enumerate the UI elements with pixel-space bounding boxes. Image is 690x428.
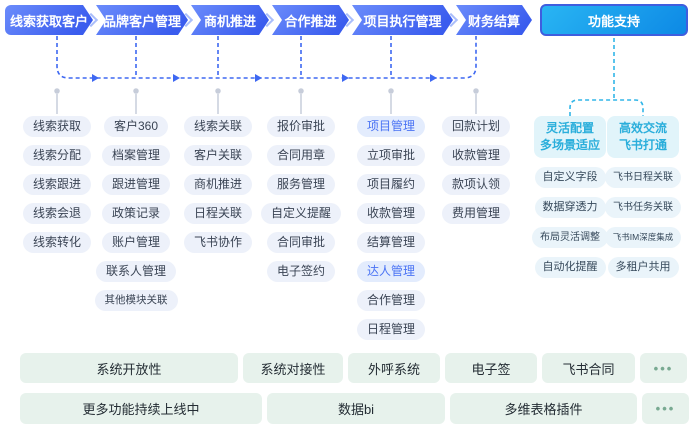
feature-column: 客户360 档案管理跟进管理政策记录账户管理联系人管理其他模块关联 [81, 116, 191, 311]
bottom-box: 电子签 [445, 353, 537, 383]
feature-pill: 电子签约 [266, 261, 335, 282]
support-group: 灵活配置多场景适应自定义字段数据穿透力布局灵活调整自动化提醒 [530, 116, 610, 278]
feature-pill: 服务管理 [266, 174, 335, 195]
feature-pill: 费用管理 [441, 203, 510, 224]
flow-stages: 线索获取客户品牌客户管理商机推进合作推进项目执行管理财务结算 [0, 0, 690, 40]
flow-stage: 品牌客户管理 [96, 5, 188, 35]
feature-pill: 线索转化 [22, 232, 91, 253]
flow-stage: 项目执行管理 [352, 5, 453, 35]
feature-pill: 商机推进 [183, 174, 252, 195]
feature-pill: 线索会退 [22, 203, 91, 224]
bottom-box: 多维表格插件 [450, 393, 637, 424]
support-pill: 布局灵活调整 [532, 227, 608, 248]
flow-stage: 商机推进 [191, 5, 269, 35]
feature-pill: 收款管理 [441, 145, 510, 166]
more-ellipsis: ••• [640, 353, 687, 383]
feature-column: 线索获取线索分配线索跟进线索会退线索转化 [2, 116, 112, 253]
feature-pill: 线索分配 [22, 145, 91, 166]
feature-pill: 客户关联 [183, 145, 252, 166]
bottom-row: 系统开放性系统对接性外呼系统电子签飞书合同••• [20, 353, 687, 383]
bottom-box: 外呼系统 [348, 353, 440, 383]
support-header-line: 高效交流 [618, 120, 667, 135]
feature-column: 项目管理立项审批项目履约收款管理结算管理达人管理合作管理日程管理 [336, 116, 446, 340]
feature-pill: 款项认领 [441, 174, 510, 195]
feature-pill: 结算管理 [356, 232, 425, 253]
bottom-box: 更多功能持续上线中 [20, 393, 262, 424]
feature-column: 回款计划收款管理款项认领费用管理 [421, 116, 531, 224]
bottom-box: 数据bi [267, 393, 445, 424]
feature-pill: 日程关联 [183, 203, 252, 224]
feature-pill: 线索获取 [22, 116, 91, 137]
feature-pill: 合同审批 [266, 232, 335, 253]
support-pill: 飞书任务关联 [605, 197, 681, 218]
feature-pill: 档案管理 [101, 145, 170, 166]
feature-pill: 项目履约 [356, 174, 425, 195]
support-pill: 自定义字段 [534, 167, 606, 188]
more-ellipsis: ••• [642, 393, 689, 424]
feature-column: 报价审批合同用章服务管理自定义提醒合同审批电子签约 [246, 116, 356, 282]
support-button: 功能支持 [540, 4, 688, 36]
feature-pill: 报价审批 [266, 116, 335, 137]
feature-pill: 其他模块关联 [94, 290, 178, 311]
feature-pill: 账户管理 [101, 232, 170, 253]
feature-pill: 联系人管理 [95, 261, 176, 282]
support-pill: 自动化提醒 [534, 257, 606, 278]
support-header-line: 灵活配置 [545, 120, 594, 135]
feature-pill: 日程管理 [356, 319, 425, 340]
feature-pill: 收款管理 [356, 203, 425, 224]
feature-pill: 项目管理 [356, 116, 425, 137]
support-pill: 多租户共用 [607, 257, 679, 278]
support-group-header: 高效交流飞书打通 [607, 116, 679, 158]
feature-pill: 达人管理 [356, 261, 425, 282]
support-group: 高效交流飞书打通飞书日程关联飞书任务关联飞书IM深度集成多租户共用 [603, 116, 683, 278]
support-pill: 数据穿透力 [534, 197, 606, 218]
support-group-header: 灵活配置多场景适应 [534, 116, 606, 158]
feature-pill: 立项审批 [356, 145, 425, 166]
bottom-box: 系统开放性 [20, 353, 238, 383]
feature-pill: 线索跟进 [22, 174, 91, 195]
bottom-box: 系统对接性 [243, 353, 343, 383]
feature-pill: 线索关联 [183, 116, 252, 137]
flow-stage: 财务结算 [456, 5, 532, 35]
support-header-line: 飞书打通 [618, 138, 667, 152]
feature-pill: 合作管理 [356, 290, 425, 311]
feature-pill: 回款计划 [441, 116, 510, 137]
support-pill: 飞书日程关联 [605, 167, 681, 188]
flow-stage: 合作推进 [272, 5, 349, 35]
feature-column: 线索关联客户关联商机推进日程关联飞书协作 [163, 116, 273, 253]
feature-pill: 合同用章 [266, 145, 335, 166]
feature-pill: 政策记录 [101, 203, 170, 224]
feature-pill: 客户360 [103, 116, 169, 137]
feature-pill: 飞书协作 [183, 232, 252, 253]
support-header-line: 多场景适应 [539, 138, 600, 152]
bottom-box: 飞书合同 [542, 353, 635, 383]
flow-stage: 线索获取客户 [5, 5, 93, 35]
support-pill: 飞书IM深度集成 [604, 227, 682, 248]
feature-pill: 自定义提醒 [260, 203, 341, 224]
feature-pill: 跟进管理 [101, 174, 170, 195]
